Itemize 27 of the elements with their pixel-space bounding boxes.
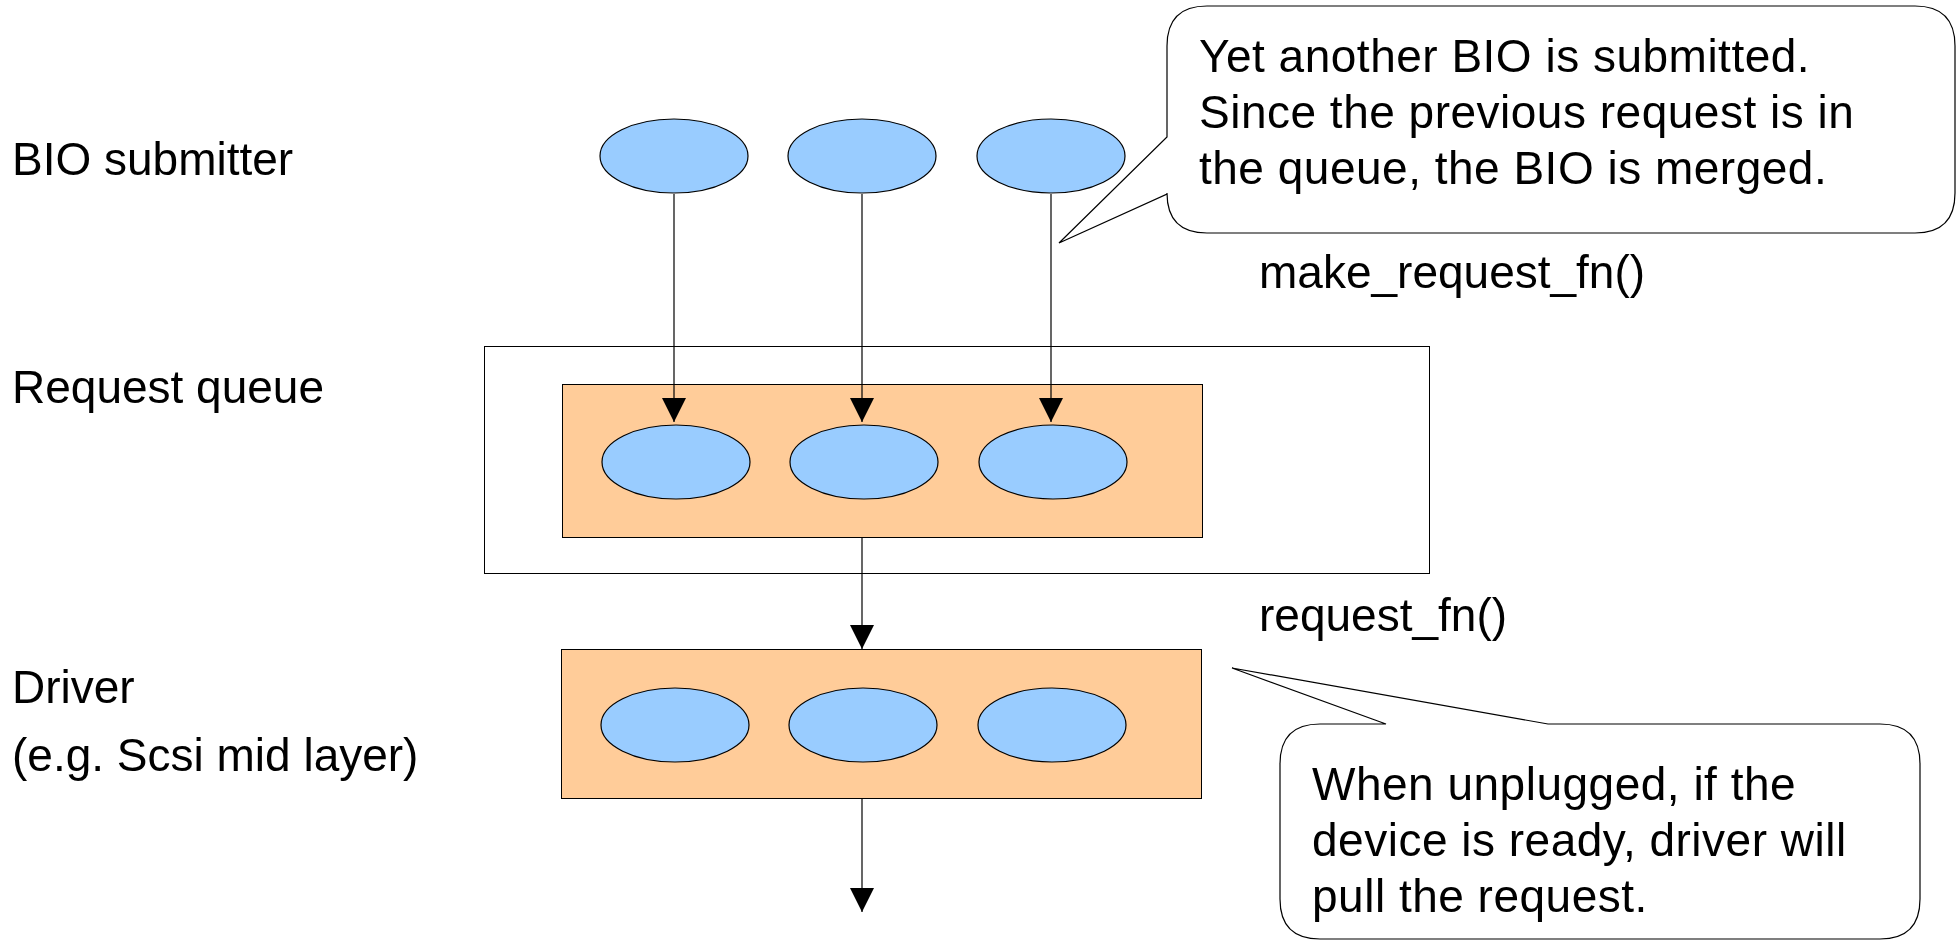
queue-box bbox=[561, 649, 1202, 799]
bio-ellipse bbox=[787, 118, 937, 194]
text-label: request_fn() bbox=[1259, 588, 1507, 643]
arrow bbox=[1039, 193, 1063, 423]
arrow bbox=[662, 193, 686, 423]
callout-bubble bbox=[1232, 668, 1920, 939]
arrow bbox=[850, 798, 874, 913]
arrow bbox=[850, 536, 874, 650]
text-label: make_request_fn() bbox=[1259, 245, 1646, 300]
request-group-box bbox=[562, 384, 1203, 538]
text-label: (e.g. Scsi mid layer) bbox=[12, 728, 419, 783]
bio-ellipse bbox=[978, 424, 1128, 500]
bio-ellipse bbox=[601, 424, 751, 500]
queue-box bbox=[484, 346, 1430, 574]
callout-text: Yet another BIO is submitted. Since the previous request is in the queue, the BIO is merged. bbox=[1199, 29, 1856, 196]
bio-ellipse bbox=[788, 687, 938, 763]
bio-ellipse bbox=[977, 687, 1127, 763]
text-label: Request queue bbox=[12, 360, 325, 415]
callout-text: When unplugged, if the device is ready, driver will pull the request. bbox=[1312, 757, 1848, 924]
text-label: BIO submitter bbox=[12, 132, 294, 187]
bio-ellipse bbox=[600, 687, 750, 763]
callout-bubble bbox=[1059, 6, 1955, 243]
arrow bbox=[850, 193, 874, 423]
bio-ellipse bbox=[789, 424, 939, 500]
text-label: Driver bbox=[12, 660, 135, 715]
bio-ellipse bbox=[976, 118, 1126, 194]
bio-ellipse bbox=[599, 118, 749, 194]
